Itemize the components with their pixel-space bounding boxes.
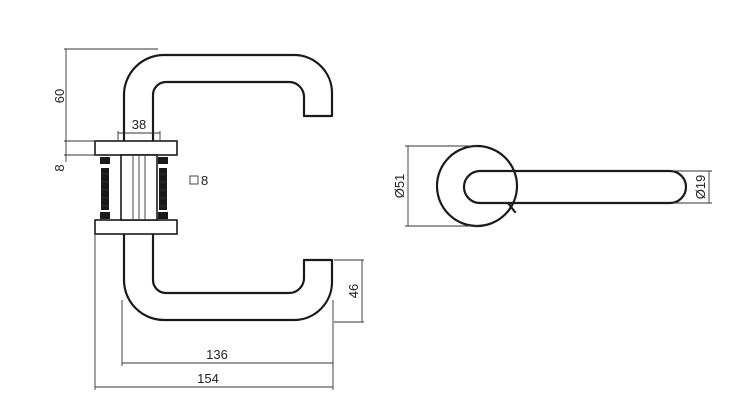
dimension-rose-diameter-label: Ø51 [392, 174, 407, 199]
square-spindle-label: 8 [201, 173, 208, 188]
upper-rose-plate [94, 140, 178, 156]
dimension-136: 136 [121, 300, 334, 366]
side-view: 60 8 38 8 46 [52, 48, 364, 390]
dimension-154-label: 154 [197, 371, 219, 386]
lower-lever-outer [122, 232, 334, 322]
rose-edge-under-grip [506, 201, 517, 214]
dimension-60-label: 60 [52, 89, 67, 103]
rose-circle [435, 144, 519, 228]
screw-right [158, 157, 168, 219]
dimension-8-plate: 8 [52, 141, 95, 172]
lever-grip [462, 169, 688, 205]
dimension-46-label: 46 [346, 284, 361, 298]
dimension-38: 38 [117, 117, 161, 141]
dimension-154: 154 [94, 234, 334, 390]
upper-lever-outer [122, 53, 334, 142]
square-spindle-callout: 8 [189, 173, 208, 188]
square-icon [189, 175, 199, 185]
front-view: Ø51 Ø19 [392, 144, 712, 228]
dimension-grip-diameter-label: Ø19 [693, 175, 708, 200]
lower-rose-plate [94, 219, 178, 235]
dimension-grip-diameter: Ø19 [672, 170, 712, 204]
dimension-8-plate-label: 8 [52, 164, 67, 171]
dimension-136-label: 136 [206, 347, 228, 362]
dimension-rose-diameter: Ø51 [392, 145, 477, 227]
dimension-38-label: 38 [132, 117, 146, 132]
dimension-46: 46 [334, 259, 364, 323]
dimension-60: 60 [52, 48, 158, 142]
screw-left [100, 157, 110, 219]
